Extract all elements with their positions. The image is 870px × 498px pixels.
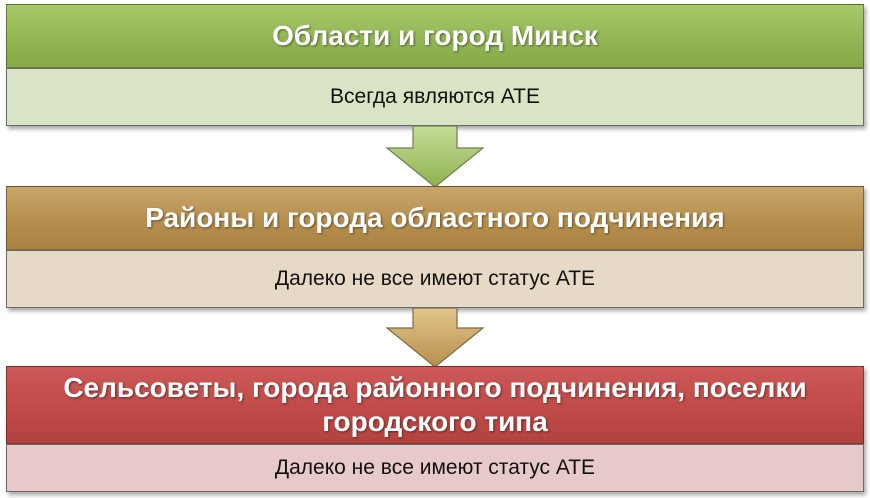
level-1-block: Области и город Минск Всегда являются АТ… bbox=[6, 4, 864, 126]
level-3-block: Сельсоветы, города районного подчинения,… bbox=[6, 366, 864, 492]
down-arrow-icon bbox=[385, 126, 485, 188]
level-3-title: Сельсоветы, города районного подчинения,… bbox=[6, 366, 864, 444]
level-2-block: Районы и города областного подчинения Да… bbox=[6, 186, 864, 308]
level-3-description: Далеко не все имеют статус АТЕ bbox=[6, 444, 864, 492]
level-1-description: Всегда являются АТЕ bbox=[6, 68, 864, 126]
level-2-title: Районы и города областного подчинения bbox=[6, 186, 864, 250]
down-arrow-icon bbox=[385, 308, 485, 368]
level-2-description: Далеко не все имеют статус АТЕ bbox=[6, 250, 864, 308]
level-1-title: Области и город Минск bbox=[6, 4, 864, 68]
